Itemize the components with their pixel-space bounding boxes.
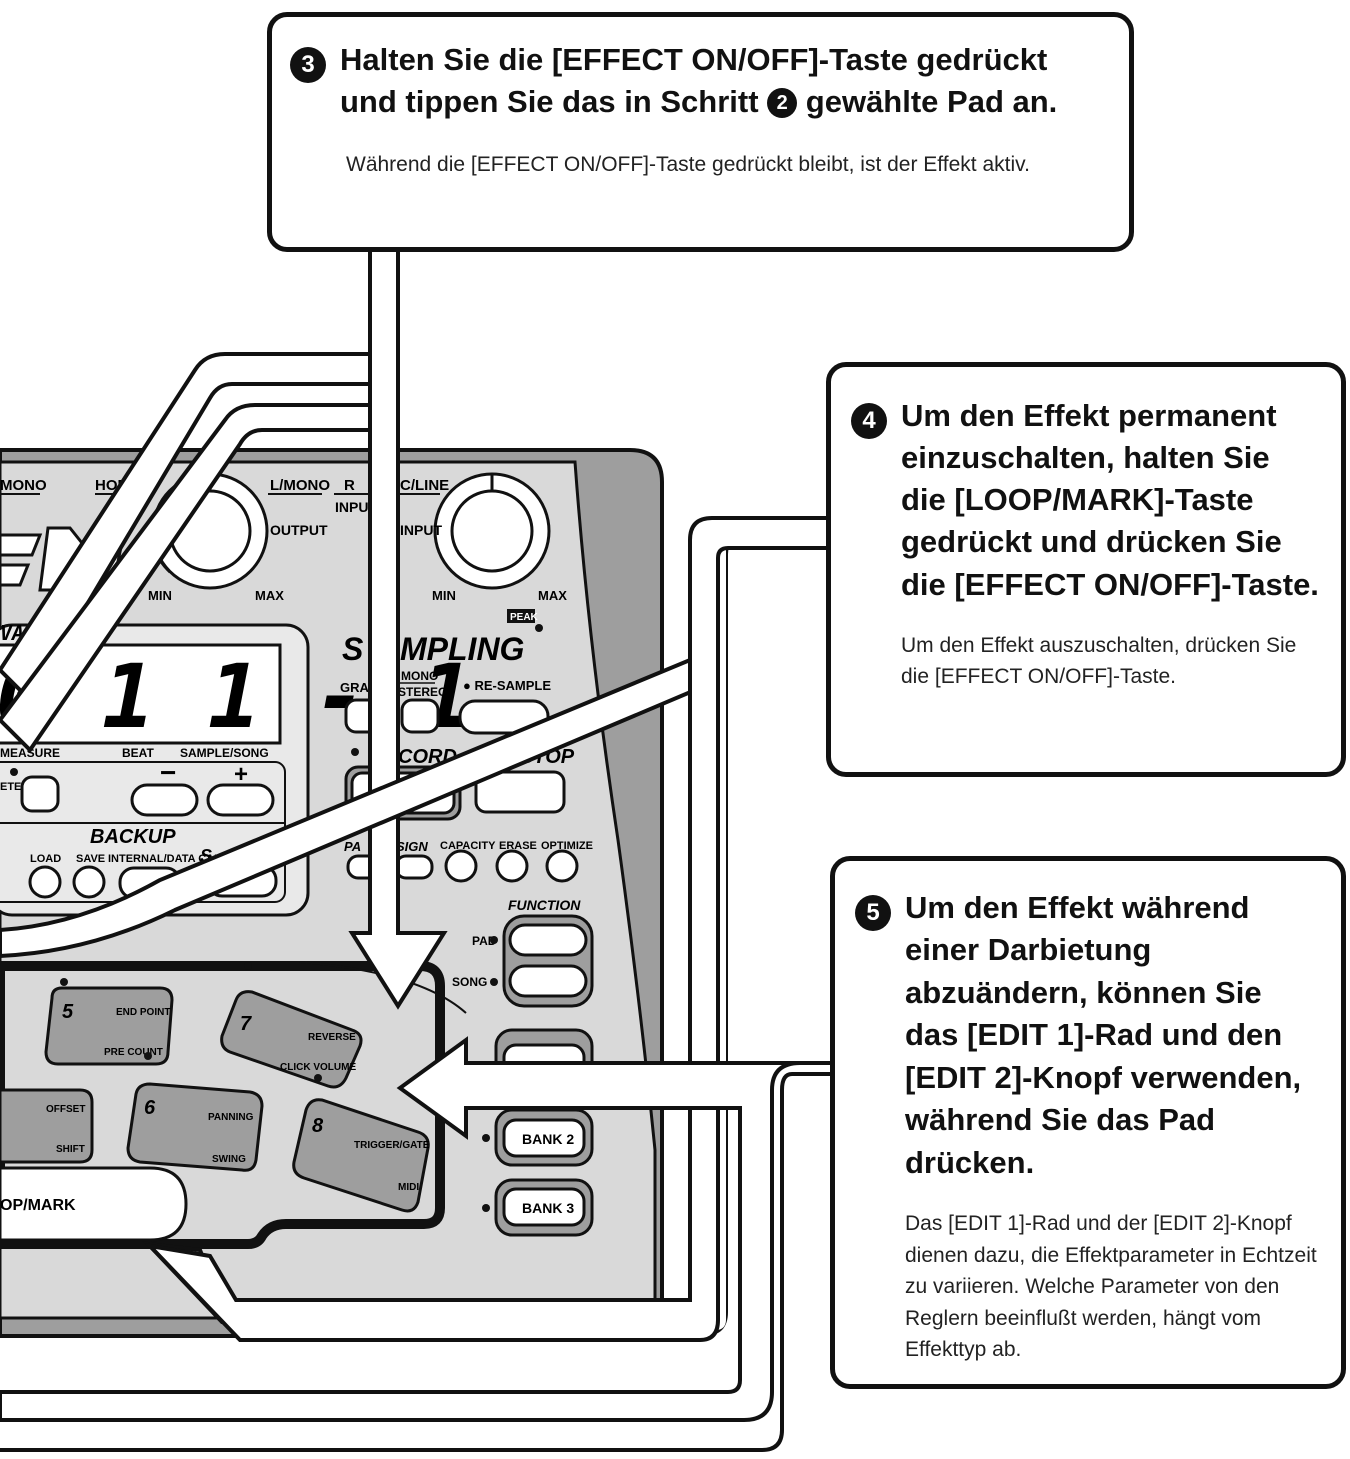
stop-button[interactable] bbox=[474, 770, 566, 814]
function-song-button[interactable] bbox=[508, 964, 588, 998]
output-knob-label: OUTPUT bbox=[270, 522, 328, 538]
pad-7[interactable]: 7 REVERSE CLICK VOLUME bbox=[220, 990, 363, 1089]
delete-label: ETE bbox=[0, 781, 21, 793]
minus-label: − bbox=[160, 757, 176, 788]
function-label: FUNCTION bbox=[508, 897, 581, 913]
input-label-lmono: L/MONO bbox=[270, 477, 330, 494]
input-label-r: R bbox=[344, 477, 355, 494]
step-number-5: 5 bbox=[855, 895, 891, 931]
pad-6[interactable]: 6 PANNING SWING bbox=[126, 1082, 264, 1172]
peak-led bbox=[535, 624, 543, 632]
input-knob-label: INPUT bbox=[400, 522, 442, 538]
capacity-button[interactable] bbox=[444, 849, 478, 883]
lcd-measure: MEASURE bbox=[0, 746, 60, 760]
arrow-to-loopmark bbox=[144, 516, 830, 1342]
bank2-button[interactable] bbox=[502, 1118, 586, 1158]
save-label: SAVE bbox=[76, 853, 105, 865]
input-min: MIN bbox=[432, 588, 456, 603]
step-number-4: 4 bbox=[851, 403, 887, 439]
bank2-label: BANK 2 bbox=[522, 1131, 574, 1147]
callout3-body: Während die [EFFECT ON/OFF]-Taste gedrüc… bbox=[346, 152, 1030, 176]
erase-button[interactable] bbox=[495, 849, 529, 883]
assign-button[interactable] bbox=[394, 854, 434, 880]
input-knob[interactable] bbox=[433, 472, 551, 590]
mono-label: MONO bbox=[401, 669, 438, 683]
function-song-label: SONG bbox=[452, 975, 487, 989]
pad-5[interactable]: 5 END POINT PRE COUNT bbox=[44, 986, 174, 1066]
jack-label-mono: MONO bbox=[0, 477, 47, 494]
lcd-sample-song: SAMPLE/SONG bbox=[180, 746, 269, 760]
step-number-3: 3 bbox=[290, 47, 326, 83]
capacity-label: CAPACITY bbox=[440, 840, 496, 852]
svg-text:TRIGGER/GATE: TRIGGER/GATE bbox=[354, 1140, 430, 1151]
callout5-body: Das [EDIT 1]-Rad und der [EDIT 2]-Knopf … bbox=[905, 1212, 1317, 1362]
erase-label: ERASE bbox=[499, 840, 537, 852]
plus-button[interactable] bbox=[206, 783, 275, 817]
load-button[interactable] bbox=[28, 865, 62, 899]
svg-text:PANNING: PANNING bbox=[208, 1112, 254, 1123]
svg-text:REVERSE: REVERSE bbox=[308, 1032, 356, 1043]
delete-button[interactable] bbox=[20, 775, 60, 813]
plus-label: + bbox=[234, 761, 248, 788]
callout5-heading: Um den Effekt während einer Darbietung a… bbox=[905, 890, 1302, 1180]
resample-label: ● RE-SAMPLE bbox=[463, 678, 551, 693]
svg-text:CLICK VOLUME: CLICK VOLUME bbox=[280, 1062, 356, 1073]
output-min: MIN bbox=[148, 588, 172, 603]
bank3-label: BANK 3 bbox=[522, 1200, 574, 1216]
optimize-button[interactable] bbox=[545, 849, 579, 883]
callout3-heading-1: Halten Sie die [EFFECT ON/OFF]-Taste ged… bbox=[340, 42, 1048, 119]
sampling-rest: MPLING bbox=[400, 631, 524, 667]
function-pad-label: PAD bbox=[472, 934, 497, 948]
svg-text:6: 6 bbox=[144, 1097, 156, 1119]
svg-text:7: 7 bbox=[240, 1013, 252, 1035]
input-section-label: INPU bbox=[335, 499, 368, 515]
save-button[interactable] bbox=[72, 865, 106, 899]
ribbon-arrows-left bbox=[0, 352, 372, 754]
svg-text:OFFSET: OFFSET bbox=[46, 1104, 85, 1115]
output-max: MAX bbox=[255, 588, 284, 603]
bank3-button[interactable] bbox=[502, 1187, 586, 1227]
svg-text:PRE COUNT: PRE COUNT bbox=[104, 1047, 163, 1058]
optimize-label: OPTIMIZE bbox=[541, 840, 593, 852]
loop-mark-label: OP/MARK bbox=[0, 1197, 76, 1214]
step-ref-2: 2 bbox=[767, 88, 798, 119]
svg-text:SHIFT: SHIFT bbox=[56, 1144, 85, 1155]
input-max: MAX bbox=[538, 588, 567, 603]
sampling-s: S bbox=[342, 631, 364, 667]
backup-label: BACKUP bbox=[90, 826, 176, 848]
pad-8[interactable]: 8 TRIGGER/GATE MIDI bbox=[292, 1098, 430, 1213]
pad-offset[interactable]: OFFSET SHIFT bbox=[0, 1088, 94, 1164]
svg-text:MIDI: MIDI bbox=[398, 1182, 419, 1193]
callout4-heading: Um den Effekt permanent einzuschalten, h… bbox=[901, 398, 1319, 602]
pad-assign-left: PA bbox=[344, 839, 361, 854]
lcd-beat: BEAT bbox=[122, 746, 154, 760]
callout-step-4: 4 Um den Effekt permanent einzuschalten,… bbox=[826, 362, 1346, 777]
svg-text:5: 5 bbox=[62, 1001, 74, 1023]
callout4-body: Um den Effekt auszuschalten, drücken Sie… bbox=[901, 633, 1297, 689]
load-label: LOAD bbox=[30, 853, 61, 865]
minus-button[interactable] bbox=[130, 783, 199, 817]
pad-assign-right: SIGN bbox=[396, 839, 428, 854]
callout-step-3: 3 Halten Sie die [EFFECT ON/OFF]-Taste g… bbox=[267, 12, 1134, 252]
stereo-label: STEREO bbox=[398, 685, 447, 699]
svg-text:END POINT: END POINT bbox=[116, 1007, 170, 1018]
grade-label: GRA bbox=[340, 680, 370, 695]
input-label-micline: C/LINE bbox=[400, 477, 449, 494]
peak-badge bbox=[507, 609, 535, 623]
loop-mark-button[interactable] bbox=[0, 1166, 188, 1242]
callout-step-5: 5 Um den Effekt während einer Darbietung… bbox=[830, 856, 1346, 1389]
mono-stereo-button[interactable] bbox=[400, 698, 440, 734]
svg-text:SWING: SWING bbox=[212, 1154, 246, 1165]
callout3-heading-2: gewählte Pad an. bbox=[805, 83, 1058, 119]
function-pad-button[interactable] bbox=[508, 923, 588, 957]
arrow-callout5 bbox=[0, 1036, 832, 1452]
peak-label: PEAK bbox=[510, 612, 539, 623]
svg-text:8: 8 bbox=[312, 1115, 324, 1137]
